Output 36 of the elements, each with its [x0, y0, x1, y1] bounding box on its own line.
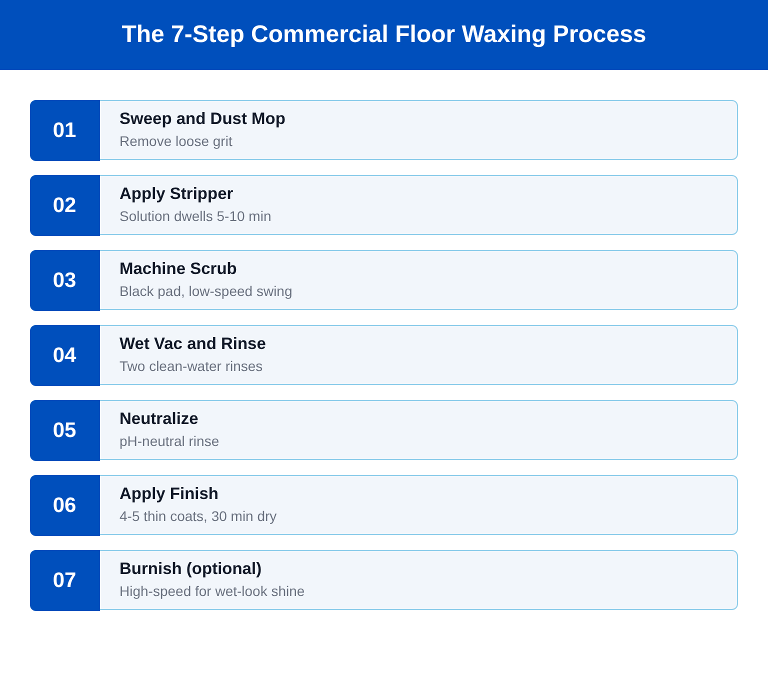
- step-title: Machine Scrub: [120, 259, 238, 280]
- step-description: Solution dwells 5-10 min: [120, 207, 272, 226]
- step-number: 05: [52, 420, 76, 440]
- step-title: Sweep and Dust Mop: [120, 109, 286, 130]
- step-number: 04: [52, 344, 76, 366]
- number-tile: [30, 250, 100, 310]
- step-title: Burnish (optional): [120, 559, 263, 580]
- number-tile: [30, 324, 100, 386]
- step-card: [30, 100, 738, 160]
- step-number: 01: [52, 120, 76, 140]
- number-tile: [30, 400, 100, 460]
- number-tile: [30, 550, 100, 610]
- step-title: Wet Vac and Rinse: [120, 334, 267, 355]
- step-description: pH-neutral rinse: [120, 432, 220, 451]
- number-tile: [30, 474, 100, 536]
- step-number: 03: [52, 270, 76, 290]
- step-description: Remove loose grit: [120, 132, 234, 151]
- number-tile: [30, 100, 100, 160]
- step-description: High-speed for wet-look shine: [120, 582, 306, 601]
- step-card: [30, 250, 738, 310]
- step-description: 4-5 thin coats, 30 min dry: [120, 507, 278, 526]
- step-description: Black pad, low-speed swing: [120, 282, 294, 301]
- step-number: 07: [52, 570, 76, 590]
- step-card: [30, 325, 738, 385]
- step-description: Two clean-water rinses: [120, 357, 264, 376]
- step-title: Apply Finish: [120, 484, 220, 505]
- step-title: Apply Stripper: [120, 184, 234, 205]
- number-tile: [30, 174, 100, 236]
- step-number: 02: [52, 194, 76, 216]
- step-title: Neutralize: [120, 409, 200, 430]
- step-card: [30, 175, 738, 235]
- step-number: 06: [52, 494, 76, 516]
- step-card: [30, 400, 738, 460]
- step-card: [30, 550, 738, 610]
- step-card: [30, 475, 738, 535]
- diagram-title: The 7-Step Commercial Floor Waxing Process: [122, 23, 646, 47]
